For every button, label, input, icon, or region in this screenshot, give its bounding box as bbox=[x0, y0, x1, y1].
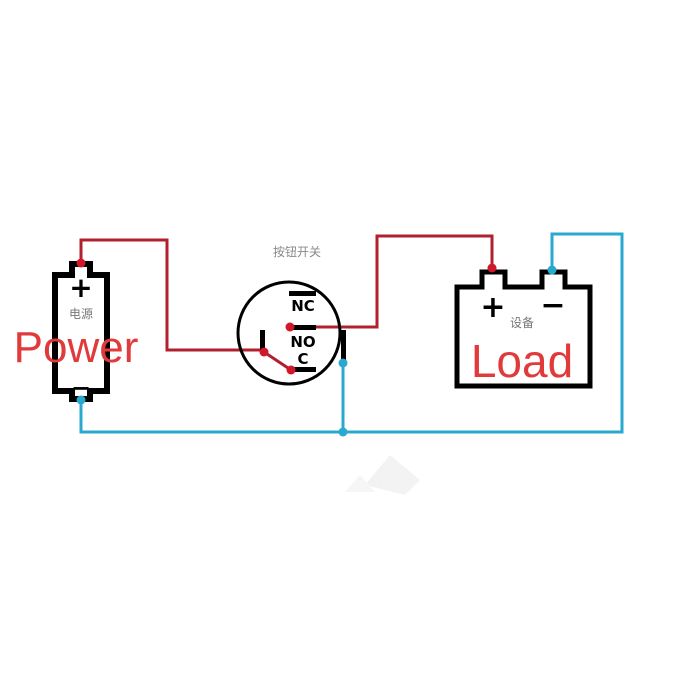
switch-no-dot bbox=[285, 322, 295, 332]
power-battery: + 电源 − bbox=[52, 261, 110, 402]
load-minus-sign: − bbox=[540, 288, 565, 323]
load-label: Load bbox=[471, 335, 573, 387]
c-terminal-label: C bbox=[297, 350, 308, 368]
watermark-logo bbox=[345, 455, 420, 495]
switch-lever-end-dot bbox=[286, 365, 296, 375]
power-minus-sign: − bbox=[71, 374, 91, 402]
power-label: Power bbox=[14, 323, 139, 372]
power-negative-terminal-dot bbox=[76, 395, 86, 405]
load-label-zh: 设备 bbox=[510, 316, 534, 330]
power-positive-terminal-dot bbox=[76, 258, 86, 268]
load-plus-sign: + bbox=[480, 290, 505, 325]
switch-title: 按钮开关 bbox=[273, 244, 321, 259]
switch-c-dot bbox=[259, 347, 269, 357]
negative-wire-loop bbox=[79, 232, 624, 434]
push-button-switch: 按钮开关 NC NO C bbox=[236, 244, 346, 386]
load-negative-terminal-dot bbox=[547, 265, 557, 275]
power-plus-sign: + bbox=[69, 271, 92, 304]
power-label-zh: 电源 bbox=[69, 307, 93, 321]
nc-terminal-label: NC bbox=[291, 297, 315, 315]
load-positive-terminal-dot bbox=[487, 263, 497, 273]
positive-wire-switch-to-load bbox=[290, 234, 494, 329]
switch-negative-dot bbox=[338, 358, 348, 368]
load-device: + − 设备 Load bbox=[454, 269, 593, 389]
ground-junction-dot bbox=[338, 427, 348, 437]
no-terminal-label: NO bbox=[290, 333, 315, 351]
positive-wire-power-to-switch bbox=[79, 238, 264, 352]
switch-lever bbox=[263, 350, 292, 372]
